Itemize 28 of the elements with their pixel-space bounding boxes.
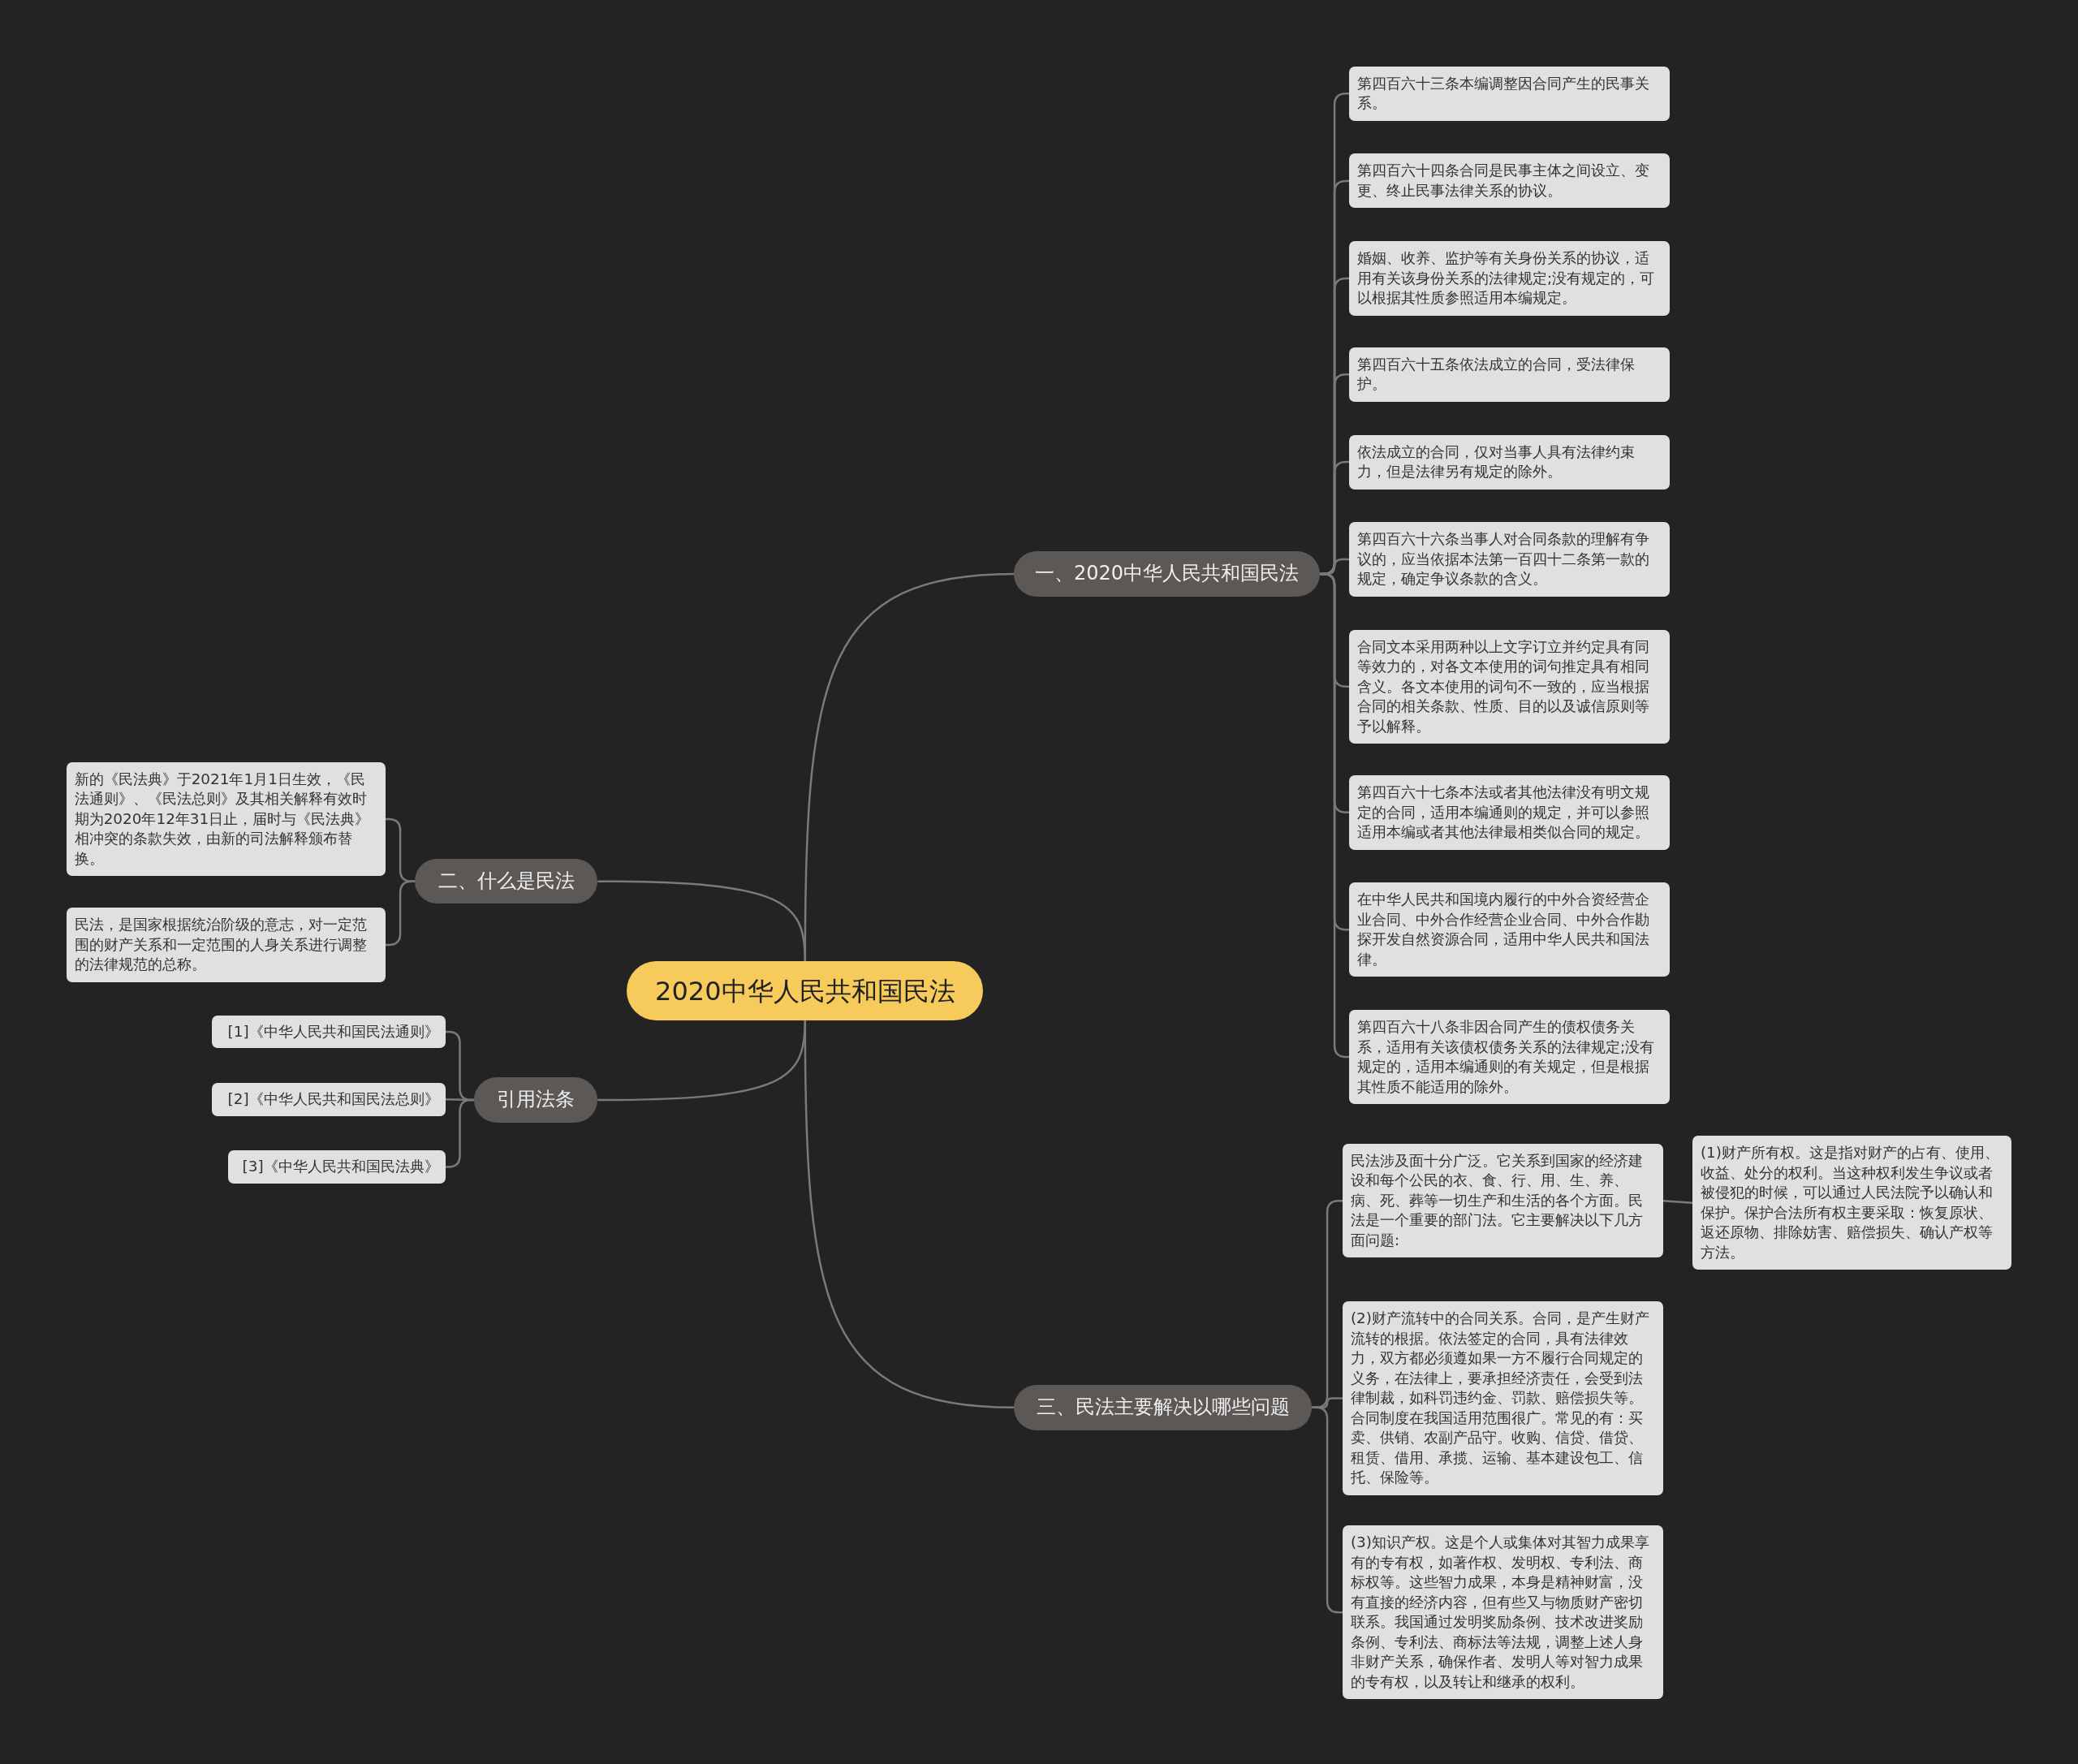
central-topic: 2020中华人民共和国民法 [627,960,984,1021]
text-card: 第四百六十五条依法成立的合同，受法律保护。 [1349,347,1671,402]
text-card: 民法涉及面十分广泛。它关系到国家的经济建设和每个公民的衣、食、行、用、生、养、病、死、葬等一切生产和生活的各个方面。民法是一个重要的部门法。它主要解决以下几方面问题: [1342,1143,1663,1258]
text-card: 合同文本采用两种以上文字订立并约定具有同等效力的，对各文本使用的词句推定具有相同含义。各文本使用的词句不一致的，应当根据合同的相关条款、性质、目的以及诚信原则等予以解释。 [1349,629,1671,744]
text-card: 第四百六十七条本法或者其他法律没有明文规定的合同，适用本编通则的规定，并可以参照适用本编或者其他法律最相类似合同的规定。 [1349,775,1671,850]
text-card: 第四百六十八条非因合同产生的债权债务关系，适用有关该债权债务关系的法律规定;没有规定的，适用本编通则的有关规定，但是根据其性质不能适用的除外。 [1349,1010,1671,1105]
text-card: 民法，是国家根据统治阶级的意志，对一定范围的财产关系和一定范围的人身关系进行调整的法律规范的总称。 [66,908,386,982]
connector-line [1662,1199,1692,1204]
reference-card: [2]《中华人民共和国民法总则》 [212,1082,446,1116]
connector-line [804,1020,1015,1409]
text-card: 依法成立的合同，仅对当事人具有法律约束力，但是法律另有规定的除外。 [1349,434,1671,490]
text-card: 在中华人民共和国境内履行的中外合资经营企业合同、中外合作经营企业合同、中外合作勘探开发自然资源合同，适用中华人民共和国法律。 [1349,882,1671,977]
text-card: 第四百六十四条合同是民事主体之间设立、变更、终止民事法律关系的协议。 [1349,153,1671,209]
text-card: (1)财产所有权。这是指对财产的占有、使用、收益、处分的权利。当这种权利发生争议或者被侵犯的时候，可以通过人民法院予以确认和保护。保护合法所有权主要采取：恢复原状、返还原物、排除妨害、赔偿损失、确认产权等方法。 [1692,1136,2012,1270]
reference-card: [3]《中华人民共和国民法典》 [227,1150,446,1184]
branch-topic: 三、民法主要解决以哪些问题 [1013,1385,1313,1430]
connector-line [597,880,807,961]
text-card: (2)财产流转中的合同关系。合同，是产生财产流转的根据。依法签定的合同，具有法律效力，双方都必须遵如果一方不履行合同规定的义务，在法律上，要承担经济责任，会受到法律制裁，如科罚违约金、罚款、赔偿损失等。合同制度在我国适用范围很广。常见的有：买卖、供销、农副产品守。收购、信贷、借贷、租赁、借用、承揽、运输、基本建设包工、信托、保险等。 [1342,1301,1663,1495]
reference-card: [1]《中华人民共和国民法通则》 [212,1015,446,1049]
connector-line [597,1020,807,1102]
branch-topic: 引用法条 [474,1077,598,1123]
branch-topic: 一、2020中华人民共和国民法 [1013,551,1321,597]
text-card: 婚姻、收养、监护等有关身份关系的协议，适用有关该身份关系的法律规定;没有规定的，可以根据其性质参照适用本编规定。 [1349,241,1671,316]
text-card: (3)知识产权。这是个人或集体对其智力成果享有的专有权，如著作权、发明权、专利法、商标权等。这些智力成果，本身是精神财富，没有直接的经济内容，但有些又与物质财产密切联系。我国通过发明奖励条例、技术改进奖励条例、专利法、商标法等法规，调整上述人身非财产关系，确保作者、发明人等对智力成果的专有权，以及转让和继承的权利。 [1342,1525,1663,1700]
text-card: 新的《民法典》于2021年1月1日生效，《民法通则》、《民法总则》及其相关解释有效时期为2020年12年31日止，届时与《民法典》相冲突的条款失效，由新的司法解释颁布替换。 [66,761,386,877]
branch-topic: 二、什么是民法 [415,858,598,904]
text-card: 第四百六十三条本编调整因合同产生的民事关系。 [1349,66,1671,121]
text-card: 第四百六十六条当事人对合同条款的理解有争议的，应当依据本法第一百四十二条第一款的规定，确定争议条款的含义。 [1349,522,1671,597]
